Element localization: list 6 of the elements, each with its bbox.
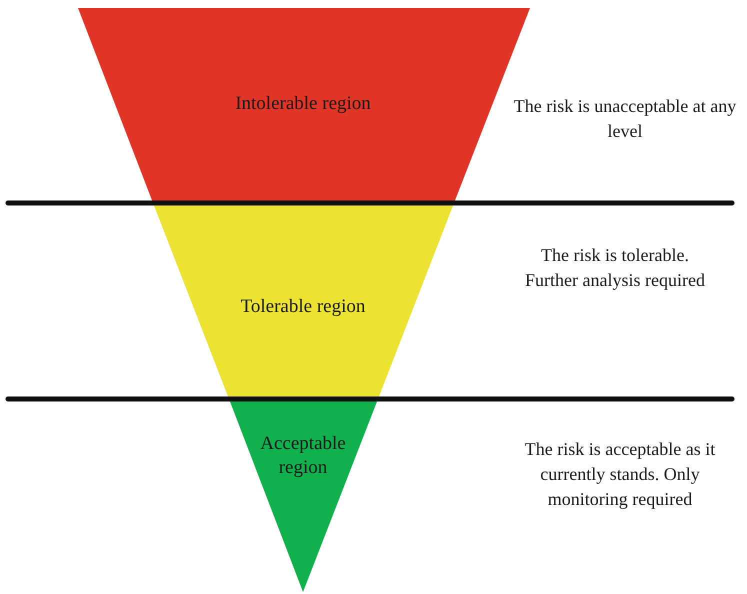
zone-label: Acceptable region — [259, 432, 347, 480]
zone-label: Intolerable region — [234, 92, 372, 116]
zone-label: Tolerable region — [240, 295, 366, 319]
risk-description: The risk is unacceptable at any level — [512, 95, 738, 143]
risk-description: The risk is acceptable as it currently stands. Only monitoring required — [524, 438, 716, 511]
risk-description: The risk is tolerable. Further analysis required — [524, 244, 706, 292]
